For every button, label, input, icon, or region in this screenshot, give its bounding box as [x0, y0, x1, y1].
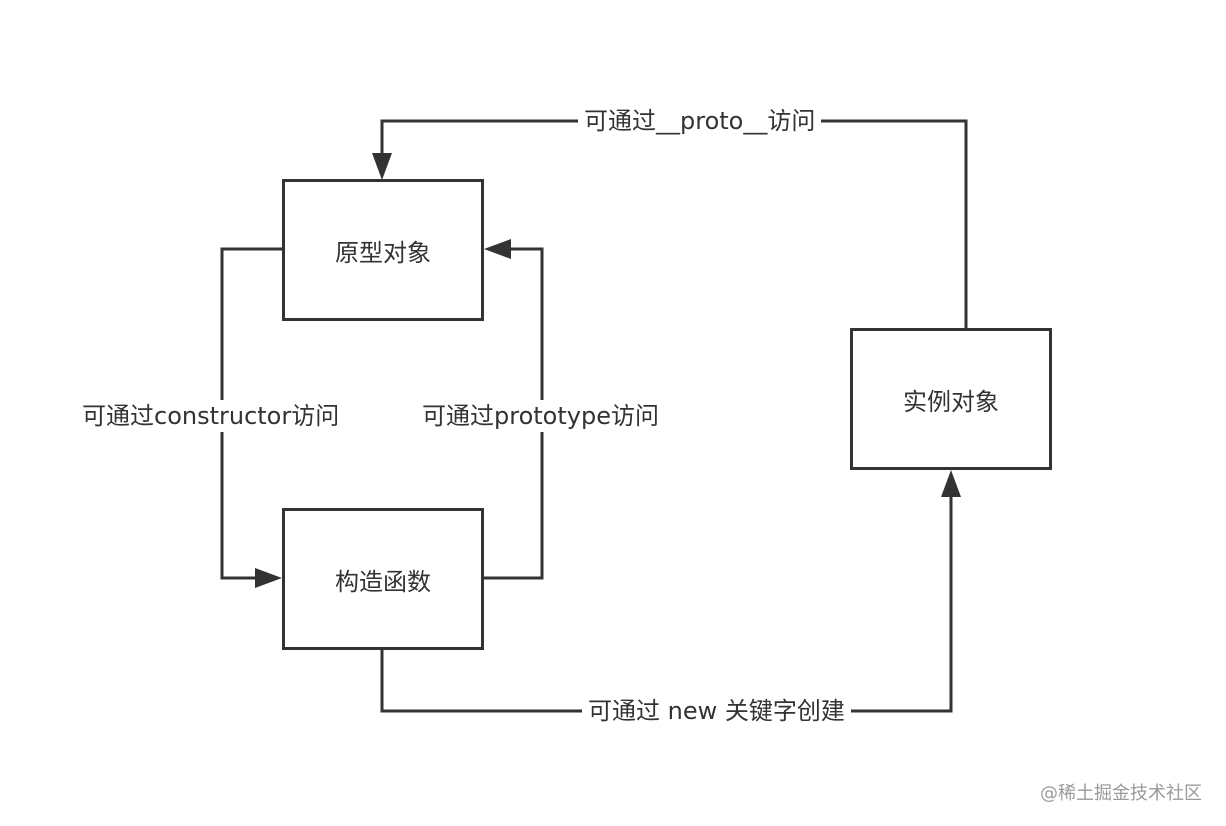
instance-object-node: 实例对象 — [850, 328, 1052, 470]
constructor-function-node: 构造函数 — [282, 508, 484, 650]
constructor-function-label: 构造函数 — [335, 567, 431, 596]
new-arrowhead — [941, 470, 961, 497]
prototype-object-label: 原型对象 — [335, 238, 431, 267]
instance-object-label: 实例对象 — [903, 387, 999, 416]
constructor-arrowhead — [255, 568, 282, 588]
prototype-edge-label: 可通过prototype访问 — [416, 400, 665, 432]
proto-arrowhead — [372, 153, 392, 180]
prototype-arrowhead — [484, 239, 511, 259]
constructor-edge-label: 可通过constructor访问 — [76, 400, 346, 432]
new-edge-label: 可通过 new 关键字创建 — [582, 695, 851, 727]
watermark-text: @稀土掘金技术社区 — [1040, 783, 1202, 804]
prototype-object-node: 原型对象 — [282, 179, 484, 321]
proto-edge-label: 可通过__proto__访问 — [578, 105, 822, 137]
